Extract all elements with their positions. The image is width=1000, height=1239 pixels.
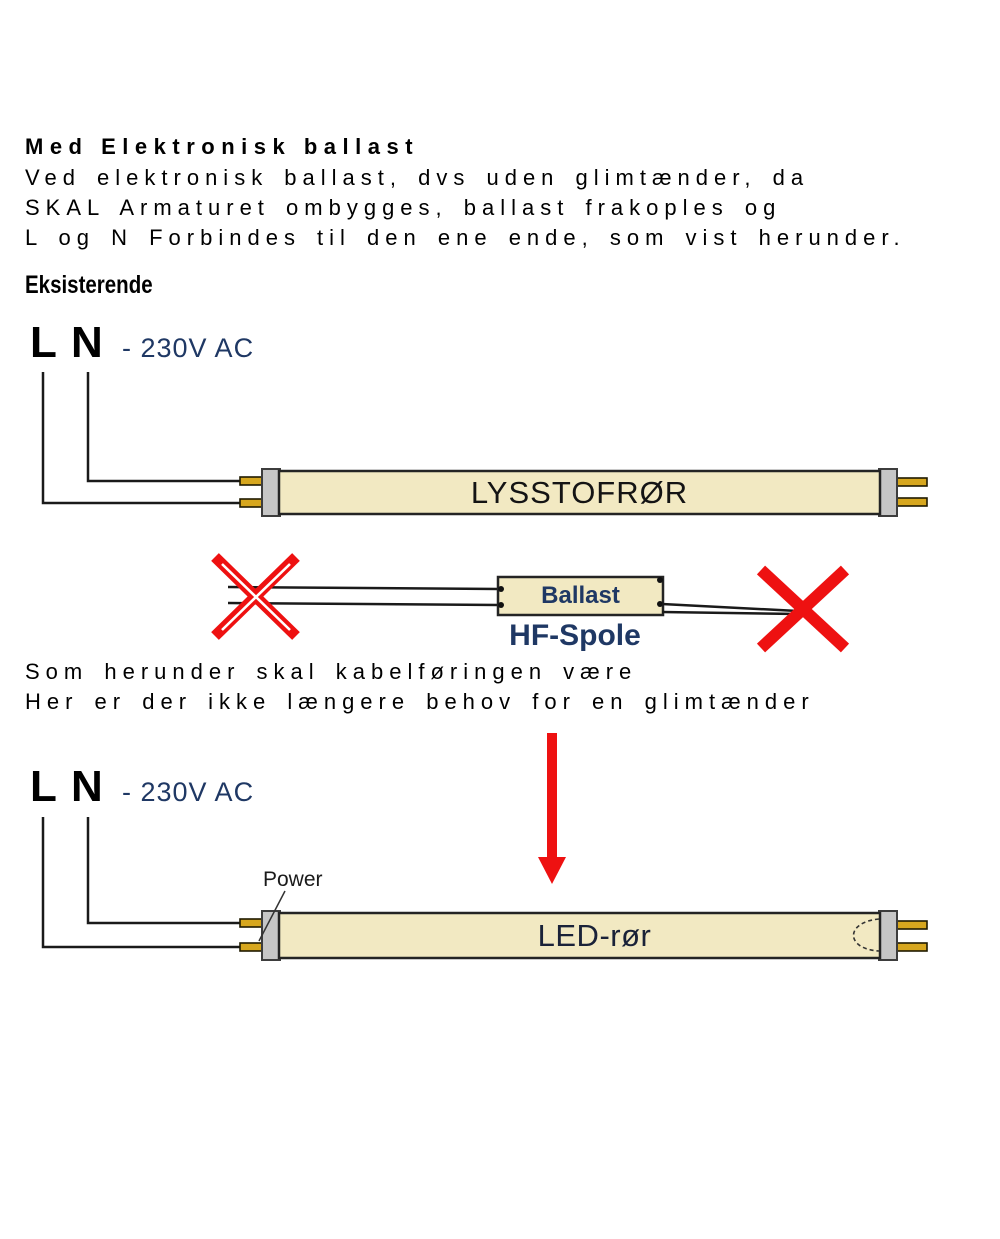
voltage-label-existing: - 230V AC: [122, 333, 255, 363]
neutral-wire-converted: [86, 817, 242, 925]
power-label: Power: [263, 868, 323, 891]
led-tube-label: LED-rør: [537, 917, 652, 953]
ballast-box: [496, 575, 665, 617]
intro-paragraph: Ved elektronisk ballast, dvs uden glimtæ…: [25, 163, 906, 253]
tube-pin: [895, 477, 928, 487]
connection-dot: [498, 586, 504, 592]
fluorescent-tube-body: [277, 469, 882, 516]
tube-pin: [239, 918, 265, 928]
neutral-wire-existing: [86, 372, 242, 483]
live-wire-existing: [41, 372, 242, 505]
coil-label: HF-Spole: [509, 619, 641, 652]
red-x-right-icon: [756, 565, 850, 653]
connection-dot: [657, 601, 663, 607]
down-arrow-icon: [538, 733, 566, 884]
tube-cap: [261, 468, 281, 517]
pin-bridge-curve: [852, 918, 880, 952]
ballast-wire-left-bottom: [227, 601, 500, 607]
live-wire-converted: [41, 817, 242, 949]
intro-line-2: SKAL Armaturet ombygges, ballast frakopl…: [25, 195, 782, 220]
tube-pin: [239, 942, 265, 952]
live-terminal-label-existing: L: [30, 318, 57, 367]
led-tube-label-box: LED-rør: [294, 913, 895, 958]
tube-pin: [239, 476, 265, 486]
live-terminal-label-converted: L: [30, 762, 57, 811]
page-title: Med Elektronisk ballast: [25, 134, 420, 159]
intro-line-1: Ved elektronisk ballast, dvs uden glimtæ…: [25, 165, 810, 190]
neutral-terminal-label-converted: N: [71, 762, 103, 811]
instruction-line-2: Her er der ikke længere behov for en gli…: [25, 689, 815, 714]
fluorescent-tube-label-box: LYSSTOFRØR: [279, 471, 880, 514]
tube-pin: [239, 498, 265, 508]
instruction-paragraph: Som herunder skal kabelføringen være Her…: [25, 657, 815, 717]
tube-pin: [895, 942, 928, 952]
connection-dot: [498, 602, 504, 608]
ballast-label: Ballast: [541, 582, 620, 609]
tube-cap: [878, 468, 898, 517]
connection-dot: [657, 577, 663, 583]
fluorescent-tube-label: LYSSTOFRØR: [470, 474, 689, 510]
tube-pin: [895, 920, 928, 930]
voltage-label-converted: - 230V AC: [122, 777, 255, 807]
ballast-wire-right-top: [661, 602, 799, 613]
tube-pin: [895, 497, 928, 507]
ballast-label-box: Ballast: [498, 577, 663, 615]
power-leader-line: [258, 890, 286, 942]
neutral-terminal-label-existing: N: [71, 318, 103, 367]
red-x-left-icon: [211, 553, 300, 640]
intro-line-3: L og N Forbindes til den ene ende, som v…: [25, 225, 906, 250]
led-tube-body: [277, 911, 882, 960]
instruction-line-1: Som herunder skal kabelføringen være: [25, 659, 638, 684]
ballast-wire-left-top: [227, 585, 500, 591]
section-label-existing: Eksisterende: [25, 271, 153, 299]
ballast-wire-right-bottom: [661, 610, 799, 616]
